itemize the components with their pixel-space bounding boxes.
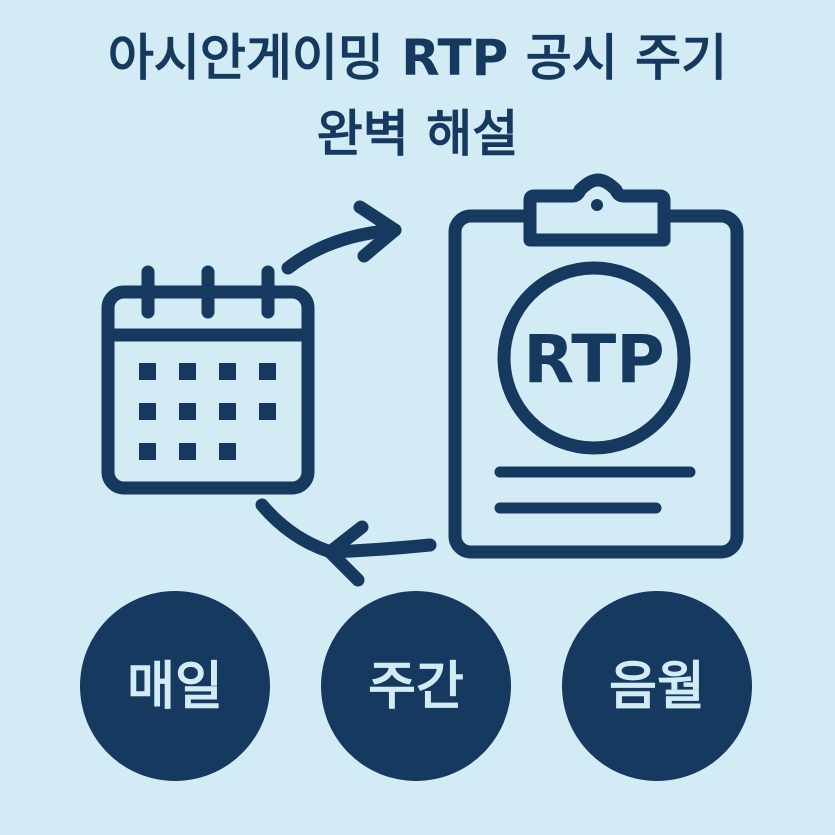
period-monthly-label: 음월 — [609, 657, 705, 717]
arrow-right-icon — [281, 200, 402, 275]
calendar-icon — [101, 265, 315, 495]
rtp-badge-text: RTP — [523, 321, 664, 398]
arrow-left-icon — [255, 498, 437, 587]
period-daily: 매일 — [80, 591, 270, 781]
period-weekly: 주간 — [321, 591, 511, 781]
period-weekly-label: 주간 — [368, 657, 464, 717]
clipboard-icon — [448, 173, 744, 559]
title-line-1: 아시안게이밍 RTP 공시 주기 — [107, 29, 728, 87]
title-line-2: 완벽 해설 — [316, 105, 519, 163]
period-monthly: 음월 — [562, 591, 752, 781]
period-daily-label: 매일 — [127, 657, 223, 717]
